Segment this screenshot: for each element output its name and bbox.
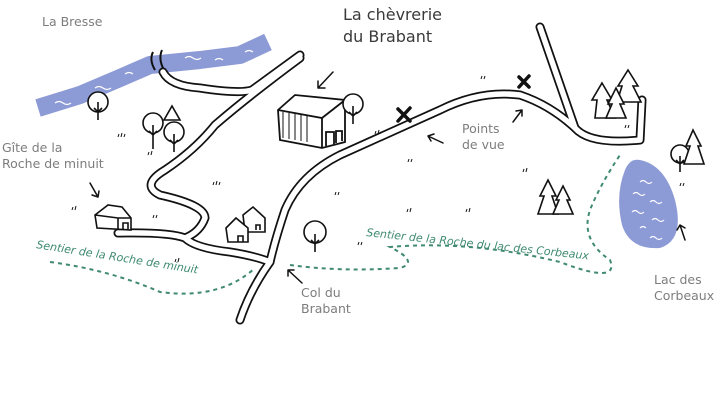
label-la-bresse: La Bresse: [42, 14, 103, 29]
label-col-du-brabant: Col du Brabant: [301, 285, 351, 317]
label-gite: Gîte de la Roche de minuit: [2, 140, 104, 172]
trail-paths: [49, 154, 621, 295]
label-lac-des-corbeaux: Lac des Corbeaux: [654, 272, 714, 304]
conifer-tree-icons: [536, 68, 706, 215]
grass-tufts: [71, 75, 685, 263]
label-lac-line-1: Lac des: [654, 272, 702, 287]
pointer-arrows: [89, 71, 686, 284]
lake: [619, 159, 678, 249]
viewpoint-x-icon: [396, 74, 531, 123]
lake-waves: [631, 179, 665, 241]
title-line-1: La chèvrerie: [343, 5, 442, 24]
map-title: La chèvrerie du Brabant: [343, 4, 442, 48]
trail-label-roche-de-minuit: Sentier de la Roche de minuit: [36, 238, 200, 277]
river: [35, 33, 272, 117]
trail-label-lac-des-corbeaux: Sentier de la Roche du lac des Corbeaux: [366, 226, 590, 262]
deciduous-tree-icons: [87, 91, 690, 252]
roads: [113, 22, 647, 325]
gite-house-icon: [94, 204, 132, 231]
trail-lac-des-corbeaux: [289, 154, 621, 274]
river-waves: [54, 49, 254, 106]
label-lac-line-2: Corbeaux: [654, 288, 715, 303]
label-gite-line-2: Roche de minuit: [2, 156, 104, 171]
title-line-2: du Brabant: [343, 27, 433, 46]
houses-icon: [225, 205, 266, 243]
trail-roche-de-minuit: [49, 261, 256, 295]
label-points-de-vue: Points de vue: [462, 121, 505, 153]
label-col-line-2: Brabant: [301, 301, 351, 316]
barn-icon: [277, 94, 346, 149]
label-points-line-2: de vue: [462, 137, 505, 152]
label-points-line-1: Points: [462, 121, 500, 136]
label-gite-line-1: Gîte de la: [2, 140, 63, 155]
label-col-line-1: Col du: [301, 285, 341, 300]
